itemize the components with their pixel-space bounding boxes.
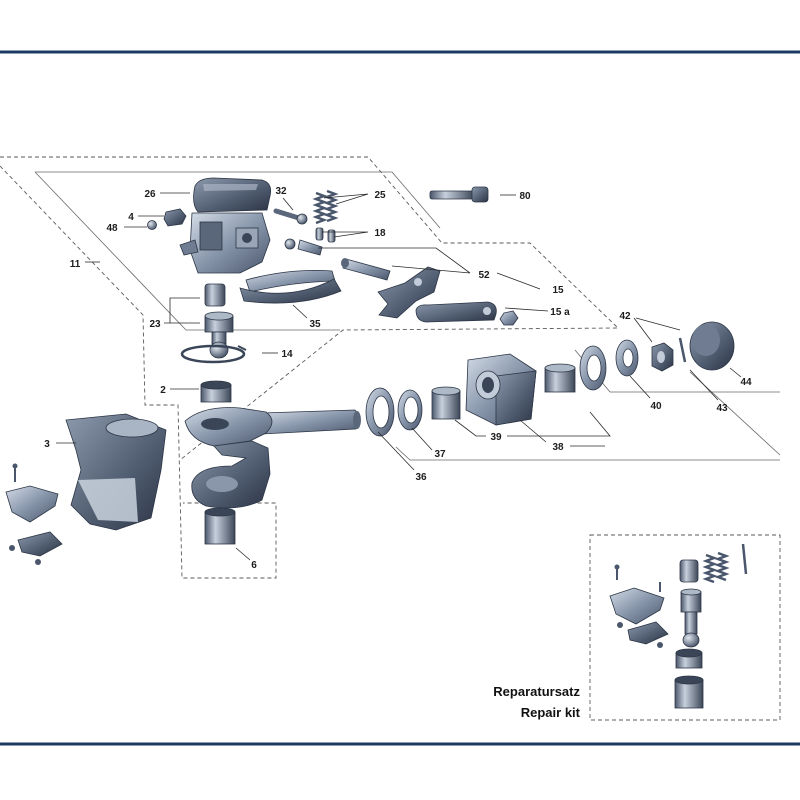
- part-39-cylinder: [431, 386, 461, 420]
- label-80: 80: [519, 191, 531, 202]
- part-housing-block: [179, 212, 271, 274]
- label-43: 43: [716, 403, 728, 414]
- label-6: 6: [251, 560, 257, 571]
- part-52-lever: [377, 266, 441, 319]
- label-18: 18: [374, 228, 386, 239]
- part-38-flange: [465, 353, 537, 426]
- part-fork-and-shaft: [184, 407, 361, 509]
- label-42: 42: [619, 311, 631, 322]
- label-14: 14: [281, 349, 293, 360]
- label-4: 4: [128, 212, 134, 223]
- part-cylinder-bearing: [544, 363, 576, 393]
- part-32-bolt: [273, 208, 308, 225]
- assembly-outline-dashed-outer: [0, 156, 620, 461]
- label-32: 32: [275, 186, 287, 197]
- label-15a: 15 a: [550, 307, 570, 318]
- part-35-handle: [239, 270, 342, 304]
- label-26: 26: [144, 189, 156, 200]
- part-25-springs: [312, 189, 339, 225]
- label-2: 2: [160, 385, 166, 396]
- part-40-washer: [615, 339, 639, 377]
- part-44-cap: [689, 321, 735, 371]
- repair-kit-panel: Reparatursatz Repair kit: [493, 534, 781, 721]
- part-36-ring: [365, 387, 395, 437]
- label-3: 3: [44, 439, 50, 450]
- label-23: 23: [149, 319, 161, 330]
- assembly-outline-inner: [34, 171, 441, 331]
- part-4-nut: [163, 208, 187, 227]
- label-36: 36: [415, 472, 427, 483]
- part-43-pin: [678, 337, 687, 363]
- label-38: 38: [552, 442, 564, 453]
- label-35: 35: [309, 319, 321, 330]
- label-25: 25: [374, 190, 386, 201]
- repair-kit-title-en: Repair kit: [521, 705, 581, 720]
- part-37-ring: [397, 389, 423, 431]
- part-6-bushing: [204, 507, 236, 545]
- leader-lines: [56, 192, 742, 561]
- label-52: 52: [478, 270, 490, 281]
- assembly-outline-dashed-left: [0, 165, 277, 579]
- label-48: 48: [106, 223, 118, 234]
- repair-kit-border: [589, 534, 781, 721]
- label-15: 15: [552, 285, 564, 296]
- label-40: 40: [650, 401, 662, 412]
- part-80-bolt: [429, 186, 489, 203]
- part-left-small-parts: [5, 463, 63, 565]
- label-37: 37: [434, 449, 446, 460]
- part-3-coupling-body: [65, 413, 167, 531]
- label-11: 11: [70, 259, 81, 270]
- label-44: 44: [740, 377, 752, 388]
- part-washer: [579, 345, 607, 391]
- label-39: 39: [490, 432, 502, 443]
- part-2-bushing: [200, 380, 232, 403]
- repair-kit-parts: [609, 543, 748, 709]
- repair-kit-title-de: Reparatursatz: [493, 684, 580, 699]
- part-48-washer: [147, 220, 157, 230]
- part-42-nut: [651, 342, 674, 372]
- part-15a-lever-arm: [415, 301, 519, 326]
- part-26-cover: [193, 177, 272, 213]
- part-18-pins: [315, 227, 336, 243]
- part-15-pin: [341, 258, 391, 281]
- part-14-ring: [180, 344, 247, 364]
- part-small-pins: [284, 238, 323, 256]
